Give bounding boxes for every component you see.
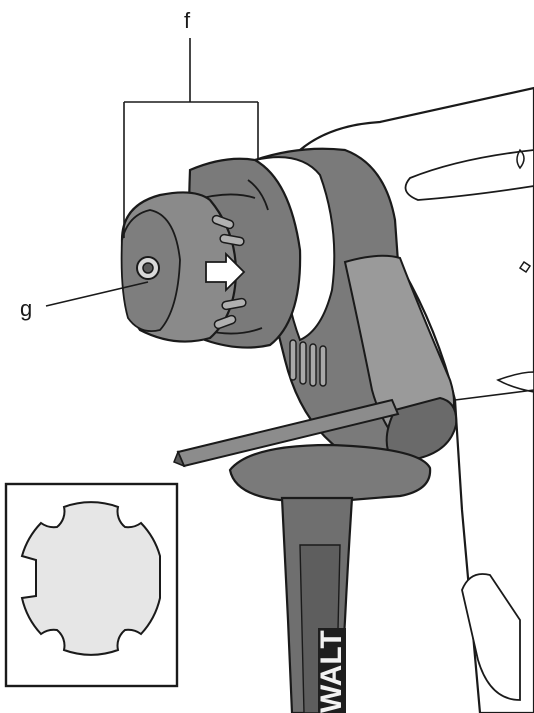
callout-g-leader: [45, 281, 149, 307]
housing-fin: [496, 371, 534, 393]
clamp-knob: [385, 396, 458, 462]
shank-profile-inset: [4, 482, 179, 688]
housing-seam: [454, 389, 534, 401]
handle-flange: [228, 443, 432, 502]
housing-screw-top: [516, 148, 525, 170]
housing-lower-panel: [461, 573, 521, 701]
collar-grip-ridges: [289, 339, 327, 387]
depth-rod: [173, 398, 400, 468]
callout-g: g: [20, 281, 149, 321]
callout-g-label: g: [20, 296, 32, 321]
brand-plate: [318, 628, 346, 713]
chuck-assembly: [120, 157, 302, 349]
chuck-bit-opening-inner: [142, 262, 154, 274]
depth-rod-tip: [173, 450, 186, 468]
chuck-grooves: [211, 214, 247, 330]
tool-housing: [298, 86, 534, 713]
right-arrow-icon: [205, 251, 246, 293]
main-handle: WALT: [228, 443, 432, 713]
housing-screw-mid: [518, 260, 532, 274]
brand-logo-text: WALT: [315, 630, 348, 713]
callout-f-label: f: [184, 8, 191, 33]
sds-shank-profile-icon: [20, 501, 161, 656]
callout-f: f: [123, 8, 259, 238]
housing-vent-upper: [404, 149, 534, 201]
